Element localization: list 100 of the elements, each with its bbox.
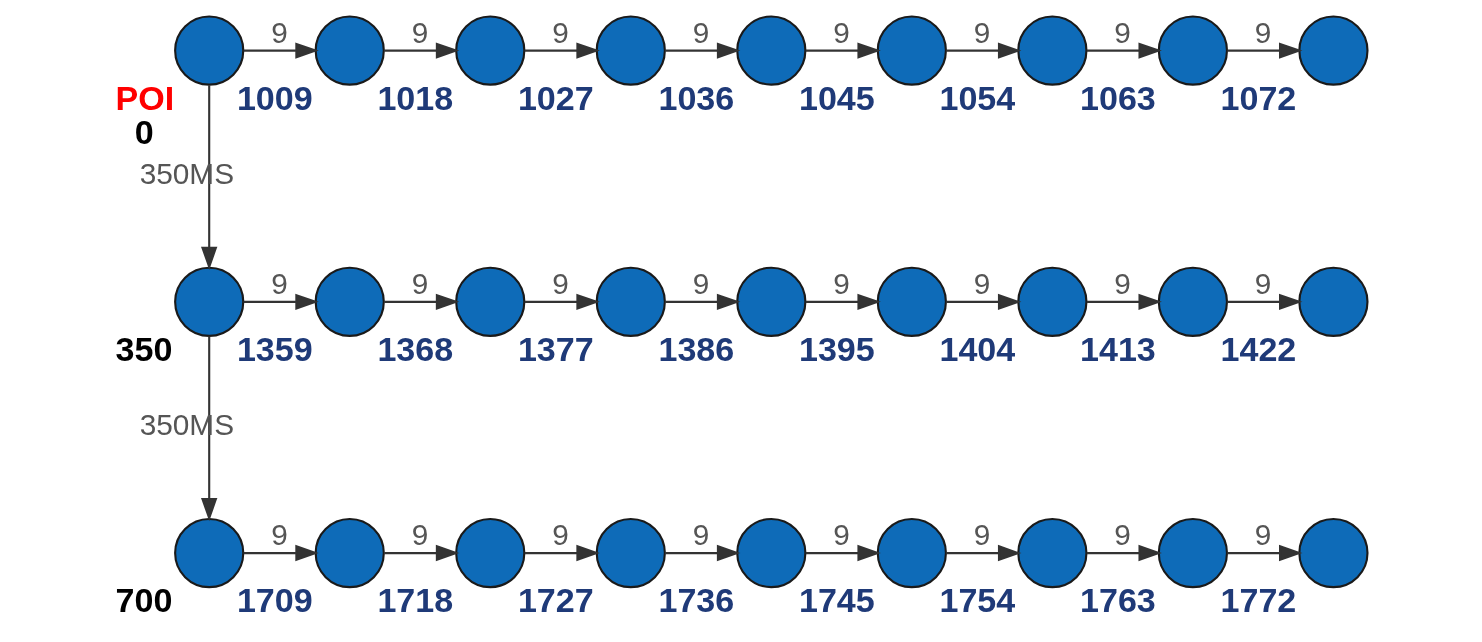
- node-circle: [173, 517, 244, 589]
- node-circle: [1016, 15, 1087, 86]
- arrow: [664, 544, 740, 562]
- node-circle: [454, 266, 525, 337]
- node-circle: [876, 517, 947, 589]
- edge-label: 9: [411, 266, 428, 300]
- edge-label: 9: [1254, 266, 1271, 300]
- node-circle: [1016, 517, 1087, 589]
- node-circle: [1297, 15, 1369, 86]
- node-label: 1386: [657, 330, 734, 369]
- node-label: 1395: [798, 330, 875, 369]
- node-circle: [454, 15, 525, 86]
- edge-label: 9: [1113, 517, 1131, 551]
- node-circle: [173, 15, 244, 86]
- node-label: 1772: [1220, 581, 1296, 620]
- node-circle: [1297, 266, 1369, 337]
- node-circle: [735, 266, 806, 337]
- edge-label: 9: [973, 15, 990, 49]
- arrow: [243, 293, 319, 311]
- node-circle: [735, 517, 806, 589]
- edge-label: 9: [270, 517, 288, 551]
- node-circle: [735, 15, 806, 86]
- node-circle: [314, 266, 385, 337]
- edge-label: 9: [411, 15, 428, 49]
- node-circle: [173, 266, 244, 337]
- node-label: 350: [115, 330, 172, 369]
- edge-label: 9: [270, 15, 288, 49]
- edge-label: 9: [692, 15, 709, 49]
- edge-label: 9: [1113, 266, 1131, 300]
- arrow: [243, 42, 319, 59]
- arrow: [945, 42, 1021, 59]
- node-circle: [1297, 517, 1369, 589]
- node-label: 1359: [236, 330, 313, 369]
- node-label: 1063: [1079, 78, 1156, 117]
- node-label: 1072: [1220, 78, 1296, 117]
- node-circle: [595, 517, 666, 589]
- edge-label: 9: [270, 266, 288, 300]
- node-label: 1368: [376, 330, 453, 369]
- arrow: [200, 85, 217, 271]
- arrow: [664, 293, 740, 311]
- arrow: [945, 544, 1021, 562]
- edge-label: 9: [832, 517, 850, 551]
- edge-label: 9: [1254, 15, 1271, 49]
- edge-label: 9: [973, 266, 990, 300]
- node-circle: [595, 15, 666, 86]
- arrow: [1086, 42, 1162, 59]
- node-label: 1018: [376, 78, 453, 117]
- edge-label: 9: [692, 517, 709, 551]
- arrow: [805, 293, 881, 311]
- arrow: [1226, 42, 1302, 59]
- node-label: 1054: [939, 78, 1015, 117]
- arrow: [1226, 544, 1302, 562]
- node-label: 1404: [939, 330, 1015, 369]
- node-label: 1413: [1079, 330, 1156, 369]
- node-label: 1736: [657, 581, 734, 620]
- arrow: [524, 42, 600, 59]
- node-label: 1422: [1220, 330, 1296, 369]
- arrow: [383, 544, 459, 562]
- arrow: [805, 42, 881, 59]
- arrow: [383, 293, 459, 311]
- node-label: 1027: [517, 78, 594, 117]
- node-label: 1727: [517, 581, 594, 620]
- edge-label: 9: [832, 15, 850, 49]
- node-circle: [314, 517, 385, 589]
- arrow: [383, 42, 459, 59]
- node-circle: [1157, 517, 1228, 589]
- arrow: [524, 544, 600, 562]
- arrow: [1226, 293, 1302, 311]
- node-circle: [454, 517, 525, 589]
- node-label: 700: [115, 581, 172, 620]
- node-circle: [876, 266, 947, 337]
- arrow: [945, 293, 1021, 311]
- arrow: [243, 544, 319, 562]
- edge-label: 9: [1254, 517, 1271, 551]
- node-circle: [595, 266, 666, 337]
- node-label: 1377: [517, 330, 594, 369]
- edge-label: 9: [551, 15, 569, 49]
- node-circle: [1157, 266, 1228, 337]
- edge-label: 9: [832, 266, 850, 300]
- node-circle: [1157, 15, 1228, 86]
- node-label: 1009: [236, 78, 313, 117]
- arrow: [664, 42, 740, 59]
- edge-label: 9: [1113, 15, 1131, 49]
- arrow: [1086, 544, 1162, 562]
- node-circle: [876, 15, 947, 86]
- arrow: [524, 293, 600, 311]
- edge-label: 9: [551, 266, 569, 300]
- node-label: 1718: [376, 581, 453, 620]
- arrow: [200, 336, 217, 522]
- edge-label: 9: [692, 266, 709, 300]
- node-label: 1745: [798, 581, 875, 620]
- node-label: 1763: [1079, 581, 1156, 620]
- node-label: 1709: [236, 581, 313, 620]
- node-label: 1036: [657, 78, 734, 117]
- node-label: 1045: [798, 78, 875, 117]
- edge-label: 9: [973, 517, 990, 551]
- arrow: [805, 544, 881, 562]
- arrow: [1086, 293, 1162, 311]
- node-circle: [1016, 266, 1087, 337]
- edge-label: 9: [411, 517, 428, 551]
